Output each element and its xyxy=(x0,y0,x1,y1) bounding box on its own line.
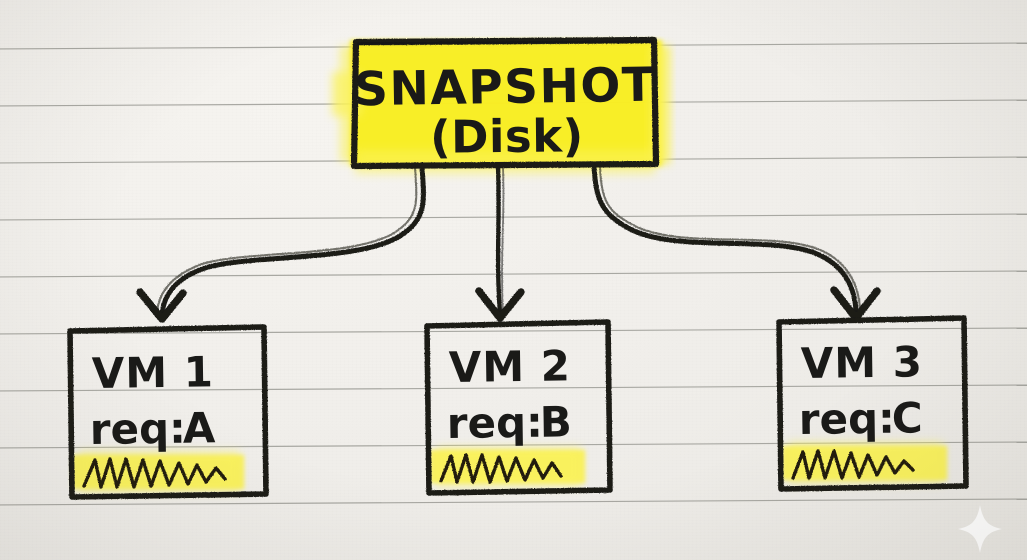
vm2-box-border xyxy=(424,319,613,496)
connector-snapshot-to-vm3 xyxy=(591,163,881,322)
vm3-request-label: req: xyxy=(798,394,895,444)
vm2-title: VM 2 xyxy=(448,341,571,392)
vm3-node: VM 3 req: C xyxy=(776,315,969,492)
vm2-request-value: B xyxy=(539,397,572,446)
vm1-request-text: req: A xyxy=(89,403,216,454)
connector-snapshot-to-vm1 xyxy=(136,163,426,323)
snapshot-title-line2: (Disk) xyxy=(430,109,584,163)
vm2-request-text: req: B xyxy=(446,397,572,448)
vm3-request-value: C xyxy=(891,393,923,442)
vm1-request-label: req: xyxy=(89,404,186,454)
vm3-request-text: req: C xyxy=(798,393,923,444)
vm1-title: VM 1 xyxy=(91,347,214,398)
vm1-box-border xyxy=(67,324,269,500)
sparkle-icon xyxy=(958,505,1002,553)
vm1-request-value: A xyxy=(182,403,216,452)
snapshot-title-line1: SNAPSHOT xyxy=(354,58,656,118)
vm2-request-label: req: xyxy=(446,398,543,448)
vm3-redaction-scribble xyxy=(791,449,915,480)
snapshot-node-text: SNAPSHOT (Disk) xyxy=(354,58,656,164)
snapshot-node-box xyxy=(350,36,660,170)
vm1-redaction-scribble xyxy=(82,457,227,489)
vm2-redaction-scribble xyxy=(439,453,563,484)
vm3-box-border xyxy=(776,315,969,492)
vm3-title: VM 3 xyxy=(800,337,923,388)
vm2-node: VM 2 req: B xyxy=(424,319,613,496)
connector-snapshot-to-vm2 xyxy=(475,163,525,322)
vm1-node: VM 1 req: A xyxy=(67,324,269,500)
